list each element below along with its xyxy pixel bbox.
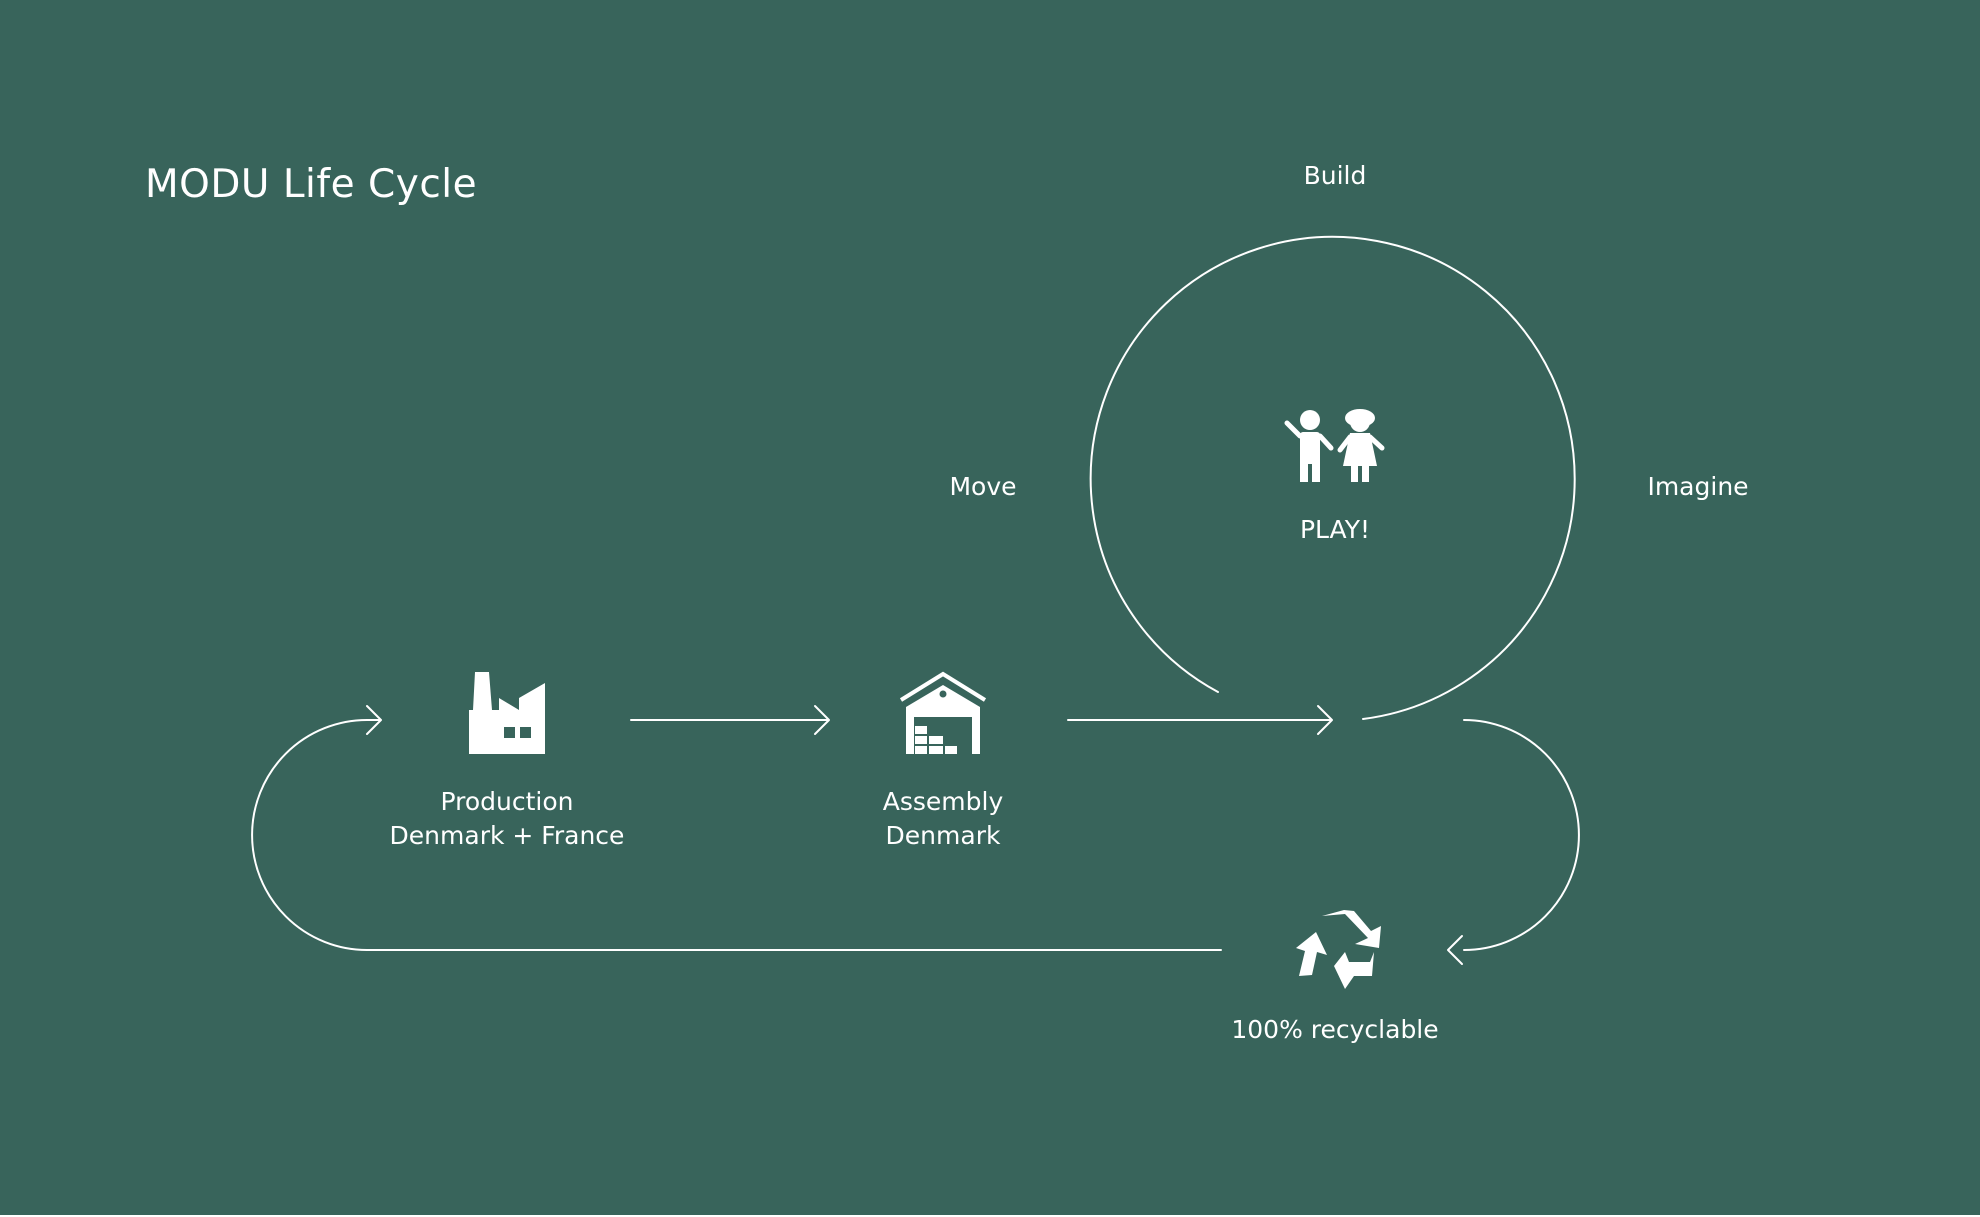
node-assembly-name: Assembly	[882, 787, 1004, 816]
loop-label-imagine: Imagine	[1647, 472, 1749, 501]
diagram-title: MODU Life Cycle	[145, 162, 478, 207]
factory-icon	[469, 672, 545, 754]
warehouse-icon	[899, 671, 987, 754]
node-production-label: Production Denmark + France	[390, 785, 625, 853]
arrowhead-production	[366, 705, 382, 735]
arrowhead-play	[1317, 705, 1333, 735]
loop-label-move: Move	[949, 472, 1017, 501]
node-recycle-label: 100% recyclable	[1231, 1013, 1438, 1047]
connector-play-recycle	[1463, 719, 1580, 951]
node-production-location: Denmark + France	[389, 821, 625, 850]
children-icon	[1284, 409, 1385, 482]
loop-label-play: PLAY!	[1299, 515, 1371, 544]
loop-label-build: Build	[1303, 161, 1367, 190]
recycle-icon	[1296, 910, 1381, 989]
arrowhead-assembly	[814, 705, 830, 735]
node-production-name: Production	[440, 787, 574, 816]
node-assembly-location: Denmark	[885, 821, 1001, 850]
node-assembly-label: Assembly Denmark	[883, 785, 1004, 853]
bottom-border	[0, 1215, 1980, 1217]
node-recycle-name: 100% recyclable	[1231, 1015, 1439, 1044]
arrowhead-recycle	[1447, 935, 1463, 965]
play-loop-arc	[1089, 235, 1576, 720]
connector-recycle-production	[251, 719, 1222, 951]
